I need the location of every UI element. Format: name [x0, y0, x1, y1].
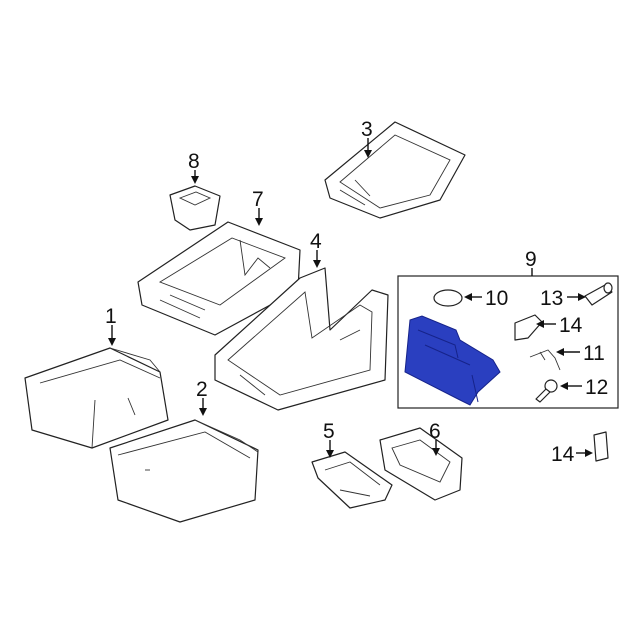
callout-arrows [108, 138, 593, 458]
callout-8: 8 [188, 150, 200, 173]
part-13-plug[interactable] [584, 282, 613, 306]
callout-7: 7 [252, 188, 264, 211]
callout-3: 3 [361, 118, 373, 141]
part-11-clip[interactable] [529, 349, 561, 371]
part-2-seat-cushion[interactable] [109, 419, 259, 523]
part-4-frame[interactable] [214, 267, 389, 411]
callout-14-upper: 14 [559, 314, 583, 337]
callout-14-lower: 14 [551, 443, 575, 466]
callout-1: 1 [105, 305, 117, 328]
part-8-cup-insert[interactable] [169, 185, 221, 231]
callout-2: 2 [196, 378, 208, 401]
callout-13: 13 [540, 287, 563, 310]
part-9-storage-tray-highlighted[interactable] [404, 315, 501, 406]
part-14-switch[interactable] [593, 431, 609, 462]
part-5-bracket[interactable] [311, 451, 393, 509]
callout-11: 11 [583, 342, 605, 365]
part-10-ring[interactable] [433, 289, 463, 307]
callout-10: 10 [485, 287, 508, 310]
part-3-console-lid[interactable] [324, 121, 466, 219]
callout-4: 4 [310, 230, 322, 253]
part-6-bracket[interactable] [379, 427, 463, 501]
callout-12: 12 [585, 376, 608, 399]
callout-6: 6 [429, 420, 441, 443]
callout-5: 5 [323, 420, 335, 443]
assembly-9-box [397, 275, 619, 409]
part-1-seat-cushion[interactable] [24, 347, 169, 449]
part-14-cap[interactable] [514, 314, 543, 341]
callout-9: 9 [525, 248, 537, 271]
part-12-bolt[interactable] [535, 379, 558, 403]
